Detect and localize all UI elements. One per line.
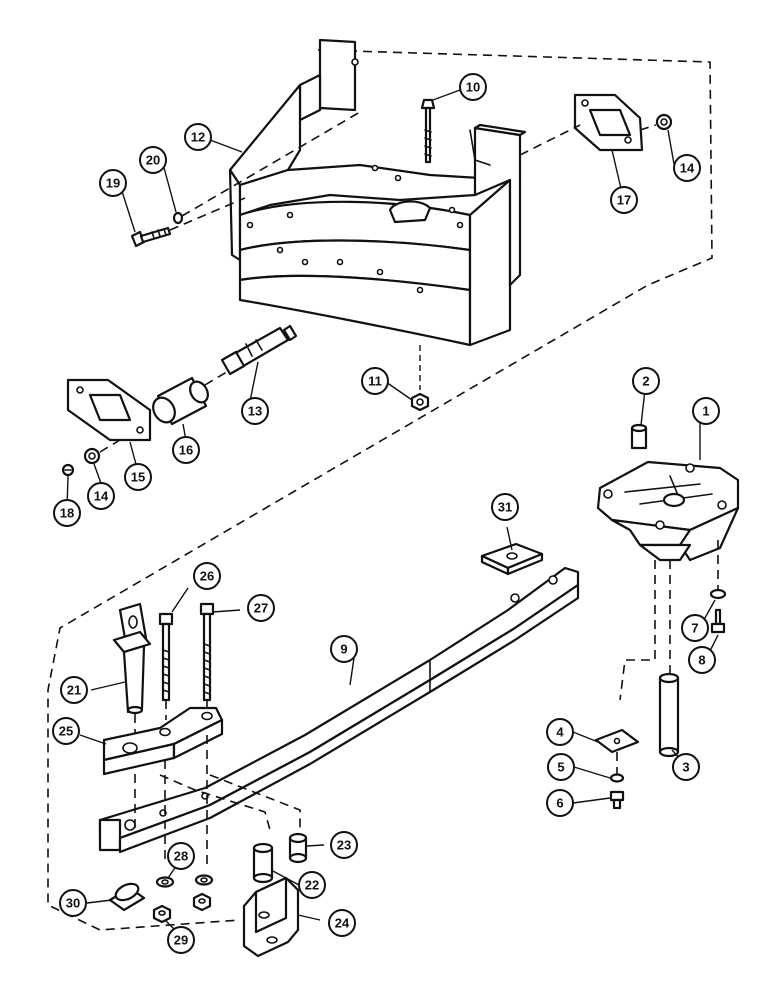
- weight-carrier: [228, 38, 527, 390]
- svg-text:11: 11: [368, 374, 382, 389]
- callout-8: 8: [688, 646, 716, 674]
- svg-text:31: 31: [498, 500, 512, 515]
- washer-5: [609, 773, 625, 783]
- callout-19: 19: [99, 169, 127, 197]
- callout-31: 31: [491, 493, 519, 521]
- callout-5: 5: [547, 753, 575, 781]
- screw-18: [61, 463, 75, 477]
- callout-22: 22: [298, 871, 326, 899]
- callout-10: 10: [459, 73, 487, 101]
- washer-7: [709, 588, 727, 600]
- sleeve-23: [288, 832, 308, 864]
- svg-text:26: 26: [200, 569, 214, 584]
- callout-16: 16: [172, 436, 200, 464]
- svg-text:14: 14: [94, 489, 109, 504]
- svg-text:5: 5: [557, 760, 564, 775]
- bolt-26: [158, 612, 174, 720]
- callout-28: 28: [167, 842, 195, 870]
- callout-29: 29: [167, 926, 195, 954]
- svg-text:24: 24: [335, 916, 350, 931]
- bolt-10: [420, 98, 436, 164]
- callout-30: 30: [59, 889, 87, 917]
- svg-text:29: 29: [174, 933, 188, 948]
- callout-9: 9: [330, 635, 358, 663]
- callout-6: 6: [546, 789, 574, 817]
- bolt-6: [609, 752, 625, 810]
- callout-24: 24: [328, 909, 356, 937]
- drawbar-bracket-1: [596, 460, 740, 701]
- svg-text:10: 10: [466, 80, 480, 95]
- svg-text:4: 4: [556, 725, 564, 740]
- pin-13: [220, 324, 298, 376]
- callout-21: 21: [60, 676, 88, 704]
- callout-27: 27: [247, 594, 275, 622]
- svg-text:21: 21: [67, 683, 81, 698]
- nuts-29: [152, 892, 212, 924]
- sleeve-2: [630, 423, 648, 450]
- bolt-27: [199, 602, 215, 720]
- svg-text:20: 20: [146, 153, 160, 168]
- svg-text:27: 27: [254, 601, 268, 616]
- washers-28: [155, 874, 214, 888]
- mount-plate-15: [66, 378, 152, 442]
- sleeve-22: [252, 842, 274, 884]
- svg-text:8: 8: [698, 653, 705, 668]
- svg-text:18: 18: [60, 506, 74, 521]
- drawbar-9: [98, 566, 580, 854]
- svg-text:22: 22: [305, 878, 319, 893]
- plate-4: [594, 728, 640, 754]
- callout-4: 4: [546, 718, 574, 746]
- bolt-8: [710, 540, 726, 634]
- callout-12: 12: [184, 123, 212, 151]
- callout-3: 3: [672, 753, 700, 781]
- callout-14-bottom: 14: [87, 482, 115, 510]
- svg-text:6: 6: [556, 796, 563, 811]
- callout-23: 23: [330, 831, 358, 859]
- svg-text:7: 7: [691, 621, 698, 636]
- mount-plate-17: [519, 93, 644, 156]
- svg-text:16: 16: [179, 443, 193, 458]
- svg-text:23: 23: [337, 838, 351, 853]
- bolt-19-and-washer-20: [130, 111, 361, 248]
- spacer-plate-31: [480, 542, 544, 576]
- callout-2: 2: [632, 367, 660, 395]
- callout-13: 13: [241, 397, 269, 425]
- group-outline: [47, 49, 713, 931]
- svg-text:15: 15: [131, 470, 145, 485]
- callout-15: 15: [124, 463, 152, 491]
- nut-14-bottom: [83, 447, 101, 465]
- svg-text:19: 19: [106, 176, 120, 191]
- svg-text:28: 28: [174, 849, 188, 864]
- link-plate-25: [102, 706, 301, 870]
- callout-18: 18: [53, 499, 81, 527]
- svg-text:1: 1: [702, 404, 709, 419]
- callout-20: 20: [139, 146, 167, 174]
- callout-25: 25: [52, 717, 80, 745]
- callout-7: 7: [681, 614, 709, 642]
- svg-text:30: 30: [66, 896, 80, 911]
- callout-1: 1: [692, 397, 720, 425]
- svg-text:13: 13: [248, 404, 262, 419]
- svg-text:2: 2: [642, 374, 649, 389]
- callout-17: 17: [610, 186, 638, 214]
- svg-text:17: 17: [617, 193, 631, 208]
- svg-text:14: 14: [680, 161, 695, 176]
- u-bracket-24: [242, 876, 300, 958]
- svg-text:3: 3: [682, 760, 689, 775]
- callout-11: 11: [361, 367, 389, 395]
- pin-3: [658, 672, 680, 758]
- svg-text:9: 9: [340, 642, 347, 657]
- callout-14-top: 14: [673, 154, 701, 182]
- nut-11: [410, 392, 430, 412]
- nut-14-top: [639, 113, 673, 131]
- callout-26: 26: [193, 562, 221, 590]
- svg-text:12: 12: [191, 130, 205, 145]
- lynch-pin-30: [108, 882, 146, 912]
- svg-text:25: 25: [59, 724, 73, 739]
- clevis-pin-21: [112, 602, 152, 830]
